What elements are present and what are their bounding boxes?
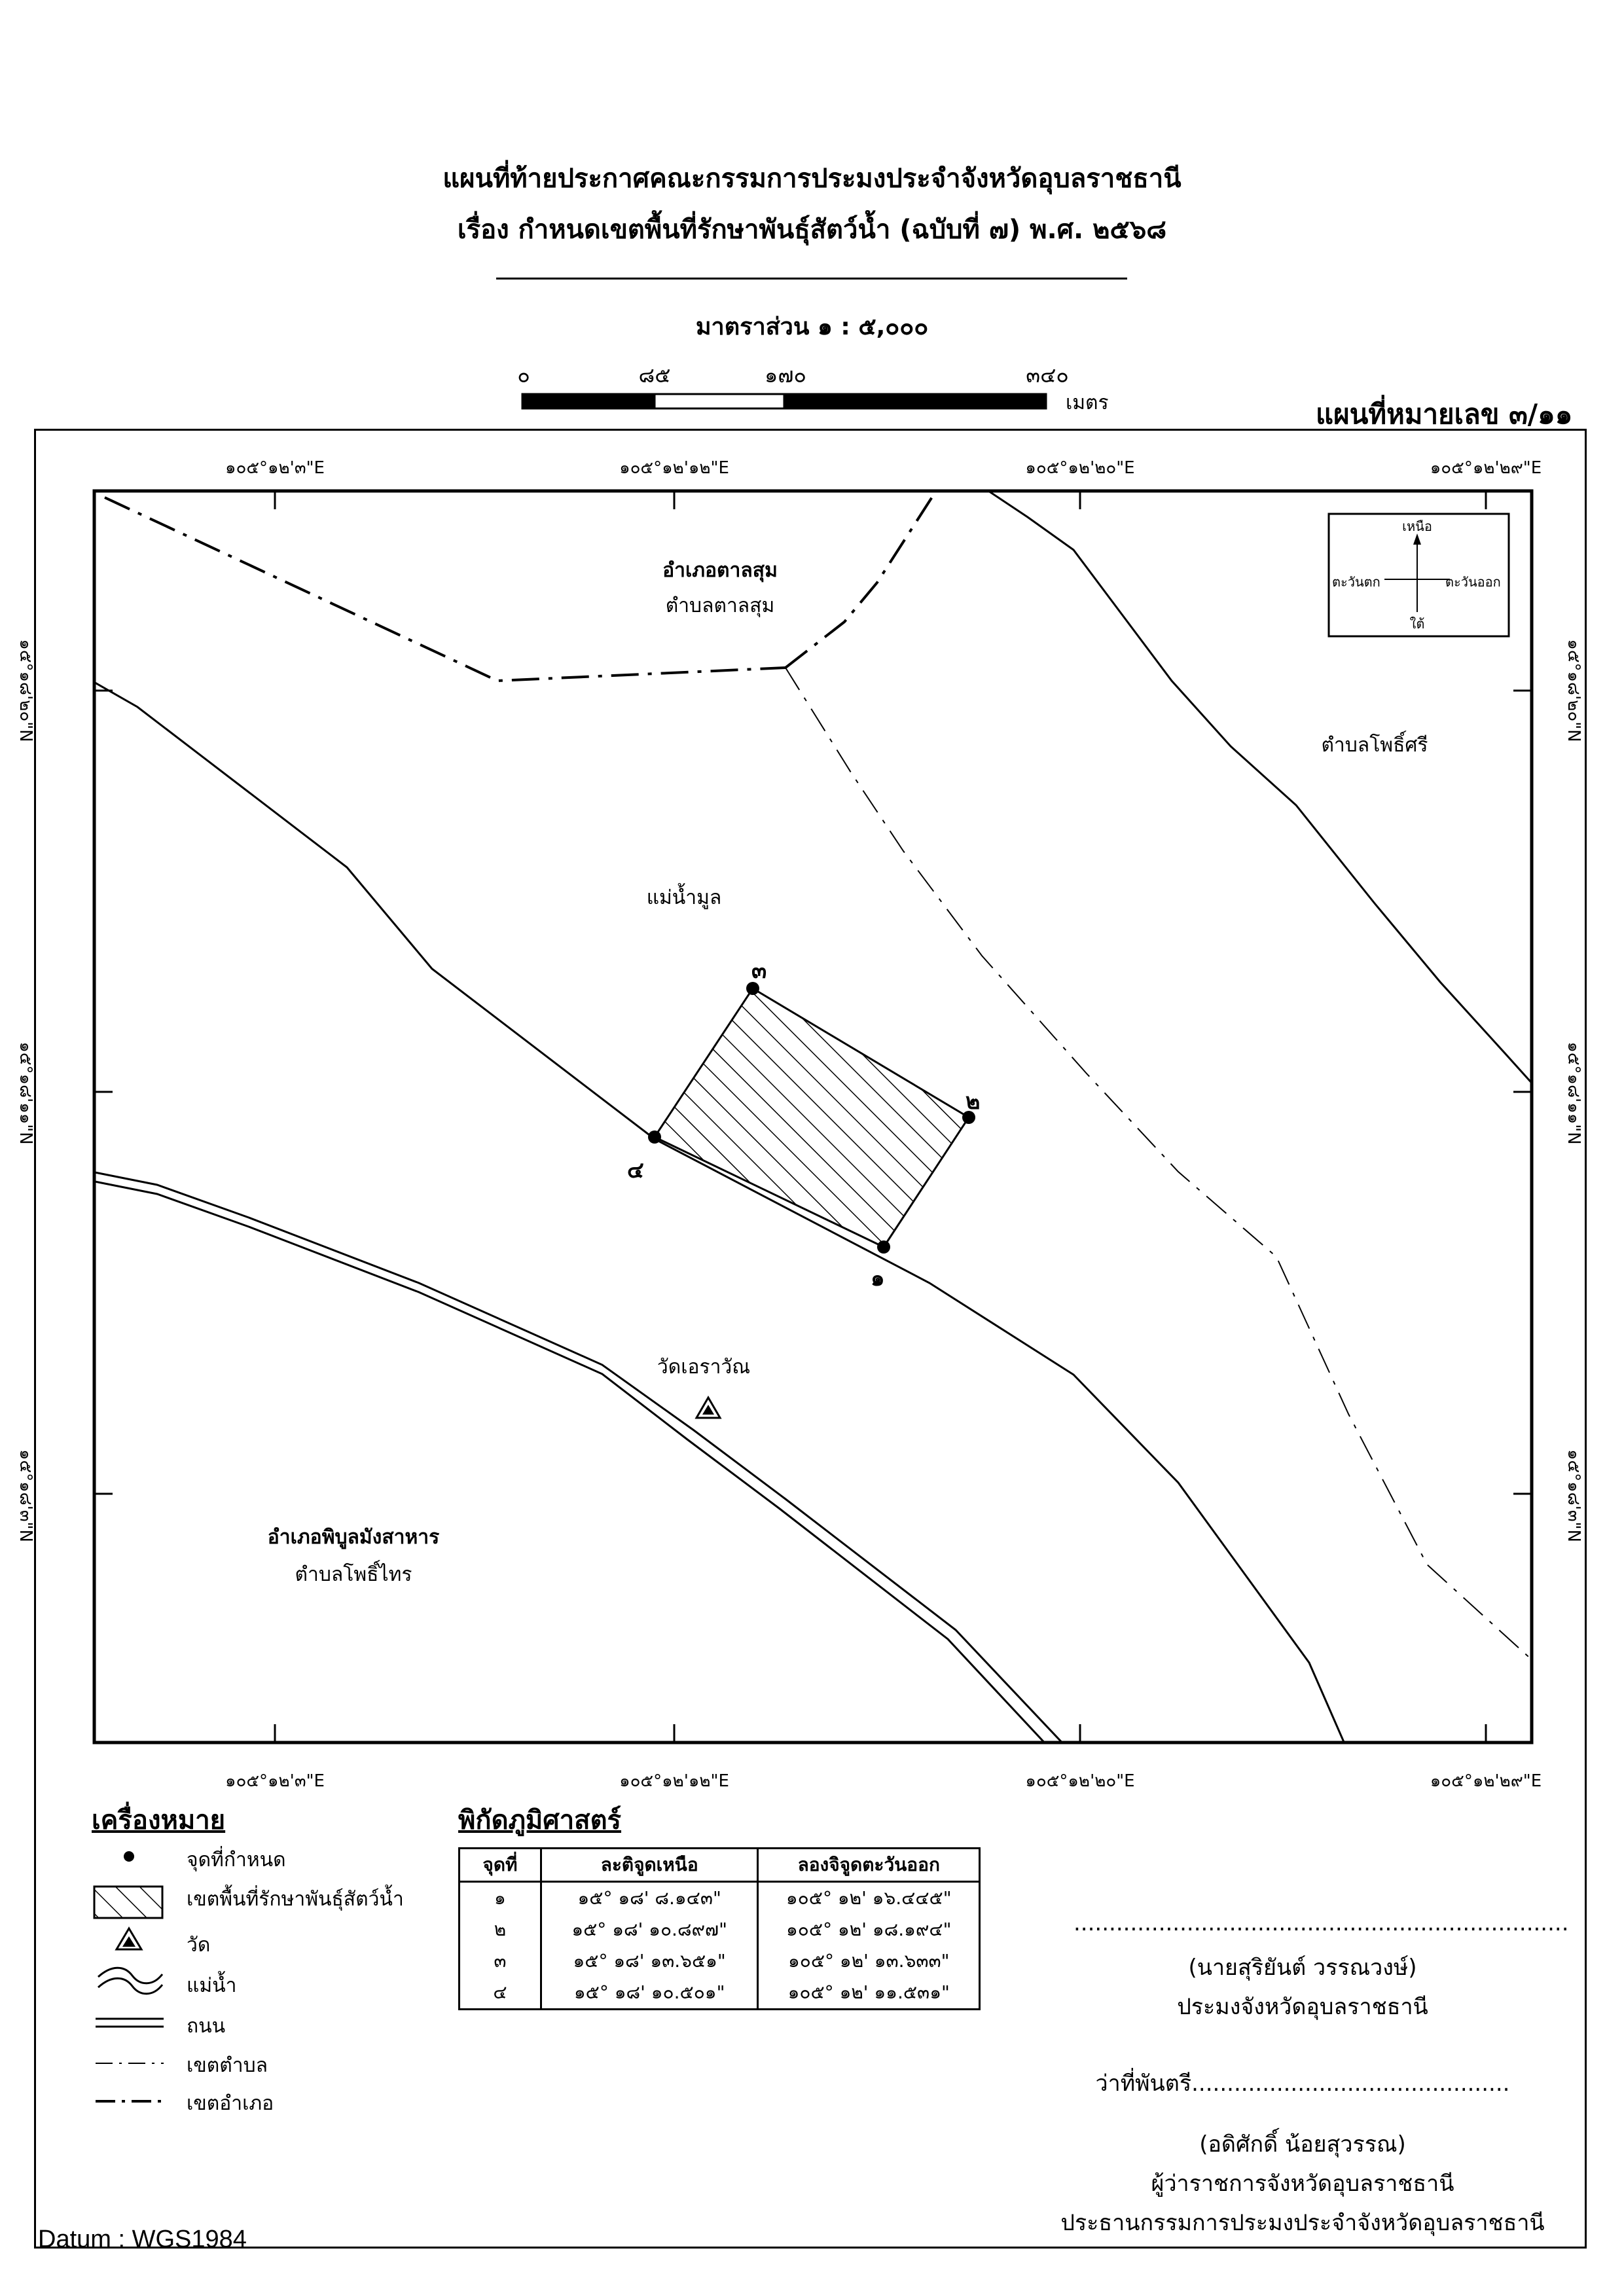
subdistrict-east-label: ตำบลโพธิ์ศรี bbox=[1321, 734, 1428, 757]
subdistrict-south-label: ตำบลโพธิ์ไทร bbox=[295, 1563, 412, 1586]
signature-name-2: (อดิศักดิ์ น้อยสุวรรณ) bbox=[1199, 2131, 1406, 2158]
temple-icon bbox=[115, 1926, 143, 1951]
legend-temple-label: วัด bbox=[187, 1934, 211, 1957]
title-line-1: แผนที่ท้ายประกาศคณะกรรมการประมงประจำจังห… bbox=[442, 164, 1182, 194]
cell-longitude: ๑๐๕° ๑๒' ๑๓.๖๓๓" bbox=[757, 1945, 981, 1977]
map-frame bbox=[92, 489, 1534, 1744]
legend-road-label: ถนน bbox=[187, 2015, 226, 2038]
lon-tick-top-2: ๑๐๕°๑๒'๑๒"E bbox=[619, 458, 729, 478]
conservation-zone bbox=[653, 986, 971, 1248]
scale-text: มาตราส่วน ๑ : ๕,๐๐๐ bbox=[695, 314, 929, 340]
north-label: เหนือ bbox=[1402, 518, 1432, 534]
river-icon bbox=[97, 1966, 164, 1985]
signature-position-2a: ผู้ว่าราชการจังหวัดอุบลราชธานี bbox=[1151, 2171, 1454, 2197]
district-boundary-west bbox=[104, 496, 786, 683]
legend-point-label: จุดที่กำหนด bbox=[187, 1849, 286, 1871]
point-icon bbox=[124, 1851, 134, 1862]
district-north-label: อำเภอตาลสุม bbox=[662, 559, 778, 582]
table-row: ๔๑๕° ๑๘' ๑๐.๕๐๑"๑๐๕° ๑๒' ๑๑.๕๓๑" bbox=[458, 1977, 981, 2010]
legend-symbols bbox=[93, 1851, 164, 2103]
scalebar-label-340: ๓๔๐ bbox=[1026, 363, 1069, 388]
scalebar bbox=[521, 393, 1047, 410]
temple-label: วัดเอราวัณ bbox=[657, 1356, 751, 1379]
south-label: ใต้ bbox=[1409, 616, 1425, 632]
coordinates-title: พิกัดภูมิศาสตร์ bbox=[458, 1805, 622, 1835]
lon-tick-bottom-3: ๑๐๕°๑๒'๒๐"E bbox=[1025, 1771, 1135, 1791]
title-line-2: เรื่อง กำหนดเขตพื้นที่รักษาพันธุ์สัตว์น้… bbox=[457, 215, 1167, 245]
page-frame bbox=[34, 429, 1587, 2249]
signature-name-1: (นายสุริยันต์ วรรณวงษ์) bbox=[1188, 1955, 1417, 1981]
lon-tick-top-4: ๑๐๕°๑๒'๒๙"E bbox=[1430, 458, 1542, 478]
datum-label: Datum : WGS1984 bbox=[38, 2226, 247, 2253]
road-line-b bbox=[94, 1180, 1046, 1743]
lon-tick-bottom-2: ๑๐๕°๑๒'๑๒"E bbox=[619, 1771, 729, 1791]
boundary-point-1 bbox=[877, 1240, 890, 1254]
table-row: ๑๑๕° ๑๘' ๘.๑๔๓"๑๐๕° ๑๒' ๑๖.๔๔๕" bbox=[458, 1881, 981, 1914]
cell-point: ๒ bbox=[458, 1914, 542, 1945]
east-label: ตะวันออก bbox=[1445, 574, 1501, 590]
map-number: แผนที่หมายเลข ๓/๑๑ bbox=[1316, 398, 1573, 430]
table-row: ๓๑๕° ๑๘' ๑๓.๖๕๑"๑๐๕° ๑๒' ๑๓.๖๓๓" bbox=[458, 1945, 981, 1977]
lon-tick-top-1: ๑๐๕°๑๒'๓"E bbox=[225, 458, 325, 478]
legend-river-label: แม่น้ำ bbox=[187, 1974, 237, 1997]
boundary-point-4 bbox=[648, 1130, 661, 1144]
graticule-ticks bbox=[94, 491, 1532, 1743]
district-south-label: อำเภอพิบูลมังสาหาร bbox=[267, 1526, 440, 1549]
district-boundary-north bbox=[784, 491, 937, 669]
cell-latitude: ๑๕° ๑๘' ๑๐.๕๐๑" bbox=[539, 1977, 759, 2010]
point-label-3: ๓ bbox=[751, 958, 767, 984]
road-icon bbox=[96, 2017, 164, 2028]
temple-icon bbox=[695, 1396, 722, 1419]
subdistrict-boundary bbox=[785, 667, 1532, 1661]
cell-point: ๔ bbox=[458, 1977, 542, 2010]
title-divider bbox=[496, 278, 1127, 280]
table-row: ๒๑๕° ๑๘' ๑๐.๘๙๗"๑๐๕° ๑๒' ๑๘.๑๙๔" bbox=[458, 1914, 981, 1945]
cell-latitude: ๑๕° ๑๘' ๘.๑๔๓" bbox=[539, 1881, 759, 1914]
north-arrow bbox=[1327, 513, 1510, 638]
river-label: แม่น้ำมูล bbox=[646, 886, 722, 909]
header-latitude: ละติจูดเหนือ bbox=[539, 1847, 759, 1883]
legend-district-label: เขตอำเภอ bbox=[187, 2092, 274, 2115]
cell-longitude: ๑๐๕° ๑๒' ๑๘.๑๙๔" bbox=[757, 1914, 981, 1945]
cell-longitude: ๑๐๕° ๑๒' ๑๑.๕๓๑" bbox=[757, 1977, 981, 2010]
cell-point: ๑ bbox=[458, 1881, 542, 1914]
subdistrict-north-label: ตำบลตาลสุม bbox=[665, 594, 775, 617]
river-bank-east bbox=[988, 491, 1532, 1085]
boundary-point-3 bbox=[746, 982, 759, 995]
signature-dots-1: ........................................… bbox=[1074, 1910, 1569, 1936]
signature-position-1: ประมงจังหวัดอุบลราชธานี bbox=[1177, 1994, 1428, 2020]
lon-tick-bottom-4: ๑๐๕°๑๒'๒๙"E bbox=[1430, 1771, 1542, 1791]
scalebar-unit: เมตร bbox=[1066, 391, 1109, 414]
boundary-point-2 bbox=[962, 1111, 975, 1124]
coordinates-table: จุดที่ ละติจูดเหนือ ลองจิจูดตะวันออก ๑๑๕… bbox=[458, 1847, 981, 2010]
road-line-a bbox=[94, 1171, 1064, 1743]
header-point: จุดที่ bbox=[458, 1847, 542, 1883]
lon-tick-bottom-1: ๑๐๕°๑๒'๓"E bbox=[225, 1771, 325, 1791]
point-label-2: ๒ bbox=[965, 1089, 981, 1115]
signature-name-2-prefix: ว่าที่พันตรี............................… bbox=[1095, 2070, 1510, 2097]
scalebar-label-0: ๐ bbox=[517, 363, 530, 388]
hatch-icon bbox=[93, 1885, 164, 1919]
cell-latitude: ๑๕° ๑๘' ๑๐.๘๙๗" bbox=[539, 1914, 759, 1945]
header-longitude: ลองจิจูดตะวันออก bbox=[757, 1847, 981, 1883]
cell-point: ๓ bbox=[458, 1945, 542, 1977]
legend-zone-label: เขตพื้นที่รักษาพันธุ์สัตว์น้ำ bbox=[187, 1888, 404, 1911]
point-label-1: ๑ bbox=[871, 1265, 885, 1292]
legend-title: เครื่องหมาย bbox=[92, 1805, 226, 1835]
legend-subdistrict-label: เขตตำบล bbox=[187, 2054, 268, 2077]
table-header-row: จุดที่ ละติจูดเหนือ ลองจิจูดตะวันออก bbox=[458, 1847, 981, 1883]
point-label-4: ๔ bbox=[627, 1157, 644, 1184]
cell-longitude: ๑๐๕° ๑๒' ๑๖.๔๔๕" bbox=[757, 1881, 981, 1914]
river-bank-north bbox=[94, 681, 1346, 1743]
lon-tick-top-3: ๑๐๕°๑๒'๒๐"E bbox=[1025, 458, 1135, 478]
cell-latitude: ๑๕° ๑๘' ๑๓.๖๕๑" bbox=[539, 1945, 759, 1977]
west-label: ตะวันตก bbox=[1332, 574, 1380, 590]
scalebar-label-85: ๘๕ bbox=[638, 363, 671, 388]
signature-position-2b: ประธานกรรมการประมงประจำจังหวัดอุบลราชธาน… bbox=[1060, 2210, 1545, 2236]
scalebar-label-170: ๑๗๐ bbox=[765, 363, 806, 388]
